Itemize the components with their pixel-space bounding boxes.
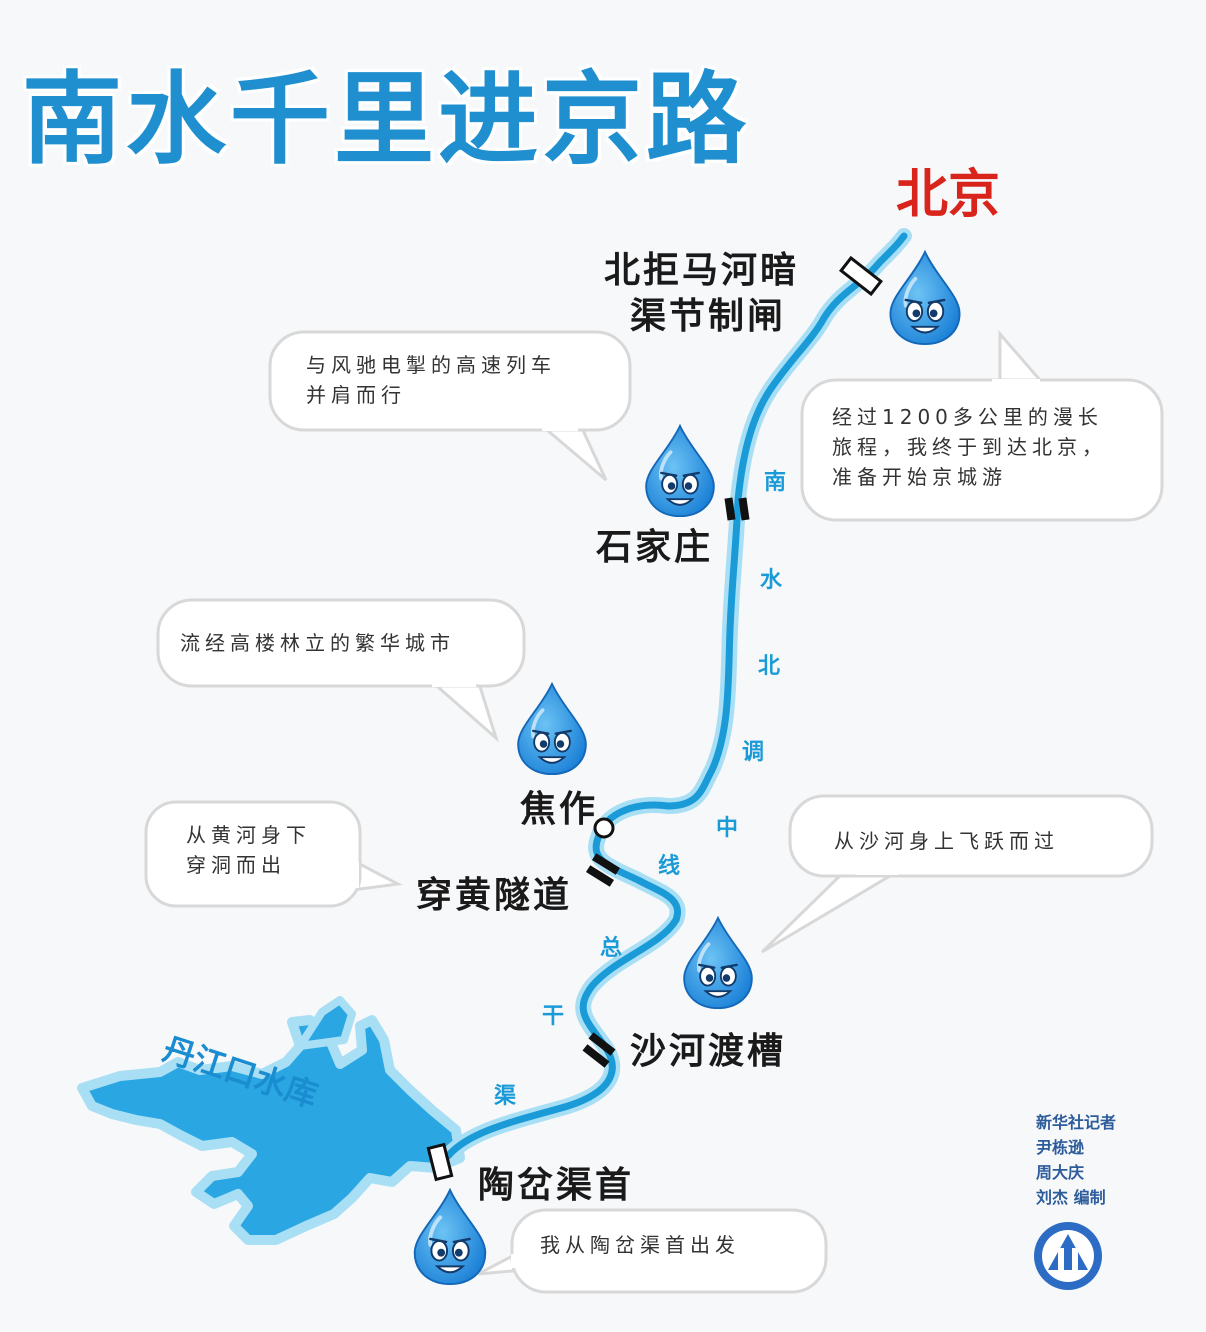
place-beijuma-line-2: 渠节制闸 (630, 296, 787, 337)
gate-marker-chuanhuang (586, 853, 620, 887)
route-char-1: 南 (764, 470, 787, 495)
bubble-jiaozuo-line-1: 流经高楼林立的繁华城市 (180, 631, 455, 655)
bubble-jiaozuo-shape (156, 598, 526, 743)
credits-line-4: 刘杰 编制 (1036, 1188, 1106, 1207)
route-char-4: 调 (742, 740, 765, 765)
gate-marker-beijuma (838, 255, 884, 297)
credits-line-2: 尹栋逊 (1036, 1138, 1085, 1157)
water-drop-mascot-taocha (415, 1190, 486, 1284)
bubble-taocha-text: 我从陶岔渠首出发 (540, 1230, 740, 1260)
bubble-shahe-line-1: 从沙河身上飞跃而过 (834, 829, 1059, 853)
route-char-3: 北 (758, 654, 781, 679)
bubble-shijiazhuang-text: 与风驰电掣的高速列车 并肩而行 (306, 350, 556, 410)
route-char-5: 中 (716, 816, 739, 841)
destination-label: 北京 (896, 165, 1001, 225)
bubble-beijing-line-1: 经过1200多公里的漫长 (832, 405, 1103, 429)
route-char-6: 线 (658, 854, 681, 879)
place-beijuma: 北拒马河暗 渠节制闸 (604, 248, 799, 340)
reservoir-shape (77, 996, 465, 1245)
bubble-chuanhuang-shape (144, 800, 403, 908)
place-beijuma-line-1: 北拒马河暗 (604, 250, 800, 291)
bubble-chuanhuang-line-1: 从黄河身下 (186, 823, 311, 847)
route-char-9: 渠 (494, 1084, 517, 1109)
place-jiaozuo: 焦作 (520, 789, 599, 830)
bubble-shahe-shape (760, 794, 1154, 954)
xinhua-logo (1034, 1222, 1102, 1290)
water-drop-mascot-beijing (890, 252, 959, 344)
credits-line-1: 新华社记者 (1036, 1113, 1117, 1132)
place-shijiazhuang: 石家庄 (596, 527, 714, 568)
bubble-shijiazhuang-line-1: 与风驰电掣的高速列车 (306, 353, 556, 377)
water-drop-mascot-jiaozuo (516, 682, 588, 776)
gate-marker-shijiazhuang (724, 497, 750, 521)
page-title: 南水千里进京路 (22, 61, 750, 178)
bubble-shahe-text: 从沙河身上飞跃而过 (834, 826, 1059, 856)
bubble-taocha-line-1: 我从陶岔渠首出发 (540, 1233, 740, 1257)
water-drop-mascot-shahe (682, 916, 754, 1010)
bubble-beijing-text: 经过1200多公里的漫长 旅程，我终于到达北京， 准备开始京城游 (832, 402, 1107, 492)
bubble-taocha-shape (477, 1208, 828, 1294)
bubble-beijing-line-2: 旅程，我终于到达北京， (832, 435, 1107, 459)
gate-marker-shahe (582, 1032, 616, 1068)
place-taocha: 陶岔渠首 (478, 1165, 635, 1206)
water-drop-mascot-shijiazhuang (644, 424, 716, 518)
bubble-jiaozuo-text: 流经高楼林立的繁华城市 (180, 628, 455, 658)
route-char-7: 总 (600, 936, 623, 961)
route-char-8: 干 (542, 1004, 565, 1029)
gate-marker-taocha (426, 1142, 454, 1182)
credits-line-3: 周大庆 (1036, 1163, 1085, 1182)
place-chuanhuang: 穿黄隧道 (416, 875, 573, 916)
bubble-shijiazhuang-line-2: 并肩而行 (306, 383, 406, 407)
credits: 新华社记者 尹栋逊 周大庆 刘杰 编制 (1036, 1110, 1116, 1210)
jiaozuo-point-marker (593, 817, 615, 839)
bubble-beijing-line-3: 准备开始京城游 (832, 465, 1007, 489)
bubble-shijiazhuang-shape (268, 330, 632, 482)
bubble-chuanhuang-line-2: 穿洞而出 (186, 853, 286, 877)
bubble-chuanhuang-text: 从黄河身下 穿洞而出 (186, 820, 311, 880)
place-shahe: 沙河渡槽 (630, 1031, 787, 1072)
route-char-2: 水 (760, 568, 783, 593)
bubble-beijing-shape (800, 329, 1164, 522)
